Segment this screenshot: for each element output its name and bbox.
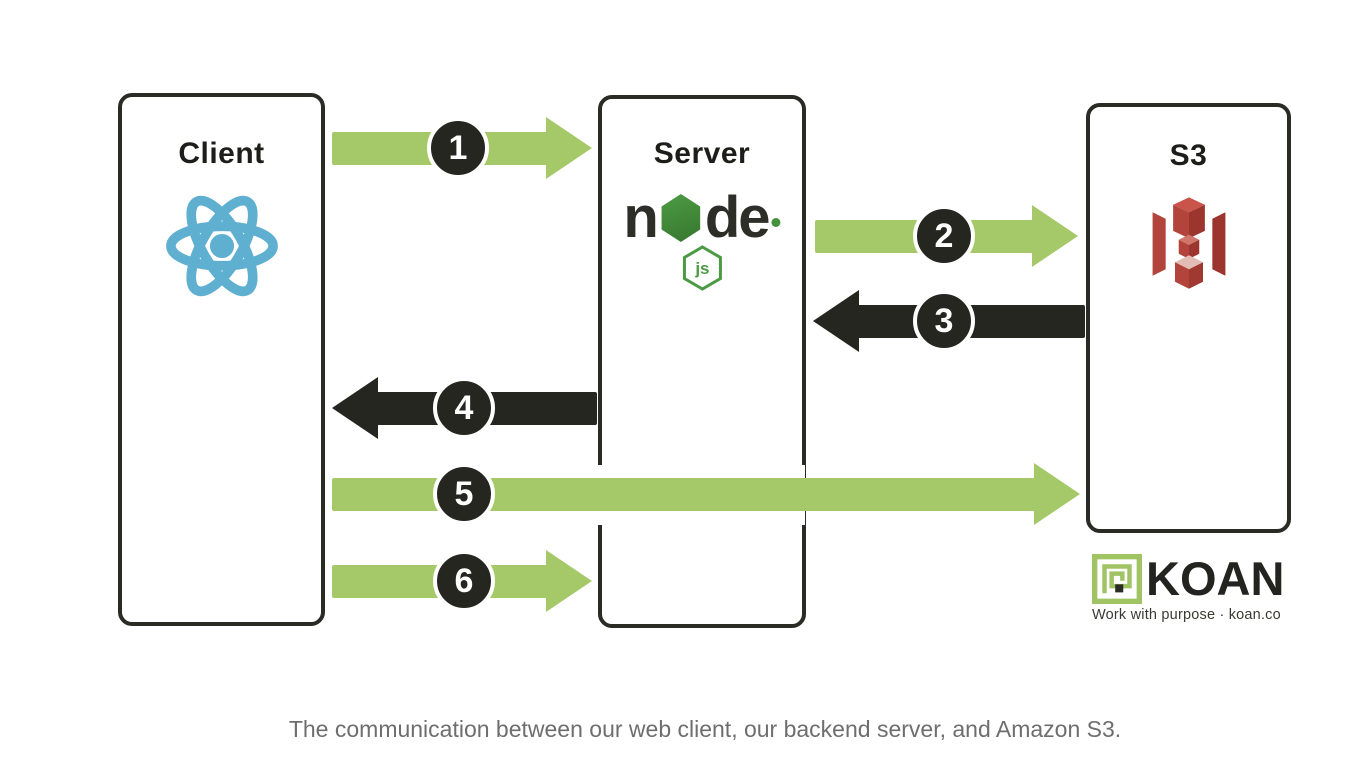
step-badge-5: 5 bbox=[433, 463, 495, 525]
client-box: Client bbox=[118, 93, 325, 626]
svg-text:js: js bbox=[694, 259, 709, 278]
koan-tagline: Work with purpose · koan.co bbox=[1092, 607, 1281, 623]
step-badge-3: 3 bbox=[913, 290, 975, 352]
nodejs-icon: n d e js bbox=[623, 185, 781, 291]
arrow-5-client-to-s3: 5 bbox=[332, 462, 1080, 526]
nodejs-hexagon-o bbox=[661, 194, 701, 242]
figure-caption: The communication between our web client… bbox=[288, 716, 1122, 742]
nodejs-wordmark: n d e bbox=[623, 185, 781, 250]
arrow-head-icon bbox=[546, 117, 592, 179]
nodejs-js-badge: js bbox=[682, 245, 722, 291]
nodejs-green-dot bbox=[771, 217, 781, 227]
koan-logo-text: KOAN bbox=[1146, 552, 1285, 605]
arrow-3-s3-to-server: 3 bbox=[813, 289, 1085, 353]
arrow-head-icon bbox=[813, 290, 859, 352]
s3-bucket-icon bbox=[1152, 197, 1225, 289]
react-icon bbox=[165, 195, 278, 297]
s3-label: S3 bbox=[1169, 139, 1208, 172]
step-badge-4: 4 bbox=[433, 377, 495, 439]
s3-box: S3 bbox=[1086, 103, 1291, 533]
step-badge-1: 1 bbox=[427, 117, 489, 179]
nodejs-letter-e: e bbox=[738, 185, 770, 250]
arrow-head-icon bbox=[546, 550, 592, 612]
arrow-1-client-to-server: 1 bbox=[332, 116, 592, 180]
nodejs-letter-n: n bbox=[623, 185, 658, 250]
arrow-2-server-to-s3: 2 bbox=[815, 204, 1078, 268]
arrow-4-server-to-client: 4 bbox=[332, 376, 597, 440]
step-badge-2: 2 bbox=[913, 205, 975, 267]
server-label: Server bbox=[653, 137, 751, 170]
arrow-head-icon bbox=[1034, 463, 1080, 525]
step-badge-6: 6 bbox=[433, 550, 495, 612]
arrow-head-icon bbox=[1032, 205, 1078, 267]
client-label: Client bbox=[178, 137, 265, 170]
koan-maze-icon bbox=[1092, 554, 1142, 604]
arrow-head-icon bbox=[332, 377, 378, 439]
koan-branding: KOAN Work with purpose · koan.co bbox=[1092, 554, 1292, 623]
server-box: Server n d e js bbox=[598, 95, 806, 628]
arrow-6-client-to-server: 6 bbox=[332, 549, 592, 613]
nodejs-letter-d: d bbox=[704, 185, 740, 250]
